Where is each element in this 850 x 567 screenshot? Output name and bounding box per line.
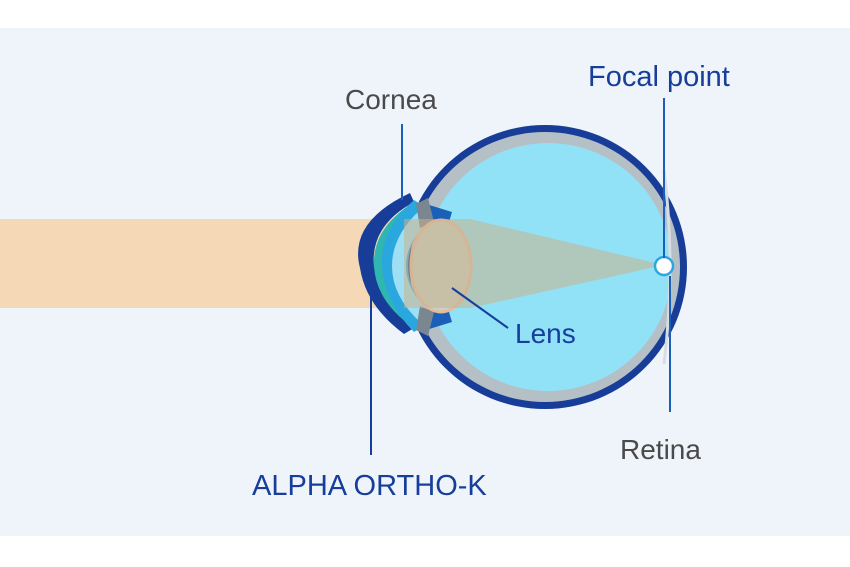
lens-leader-line [451, 287, 509, 329]
focal-point-label: Focal point [588, 61, 730, 93]
ciliary-lower [416, 306, 434, 336]
focal-point [653, 255, 675, 277]
lens-label: Lens [515, 318, 576, 349]
cornea-label: Cornea [345, 84, 437, 115]
alpha-ortho-k-label: ALPHA ORTHO-K [252, 470, 487, 502]
ortho-k-lens-rim [358, 193, 414, 334]
cornea [381, 200, 436, 332]
light-cone [404, 219, 664, 308]
retina-label: Retina [620, 434, 701, 465]
ortho-k-lens [373, 202, 420, 328]
light-beam [0, 219, 400, 308]
cornea-inner [392, 210, 432, 322]
